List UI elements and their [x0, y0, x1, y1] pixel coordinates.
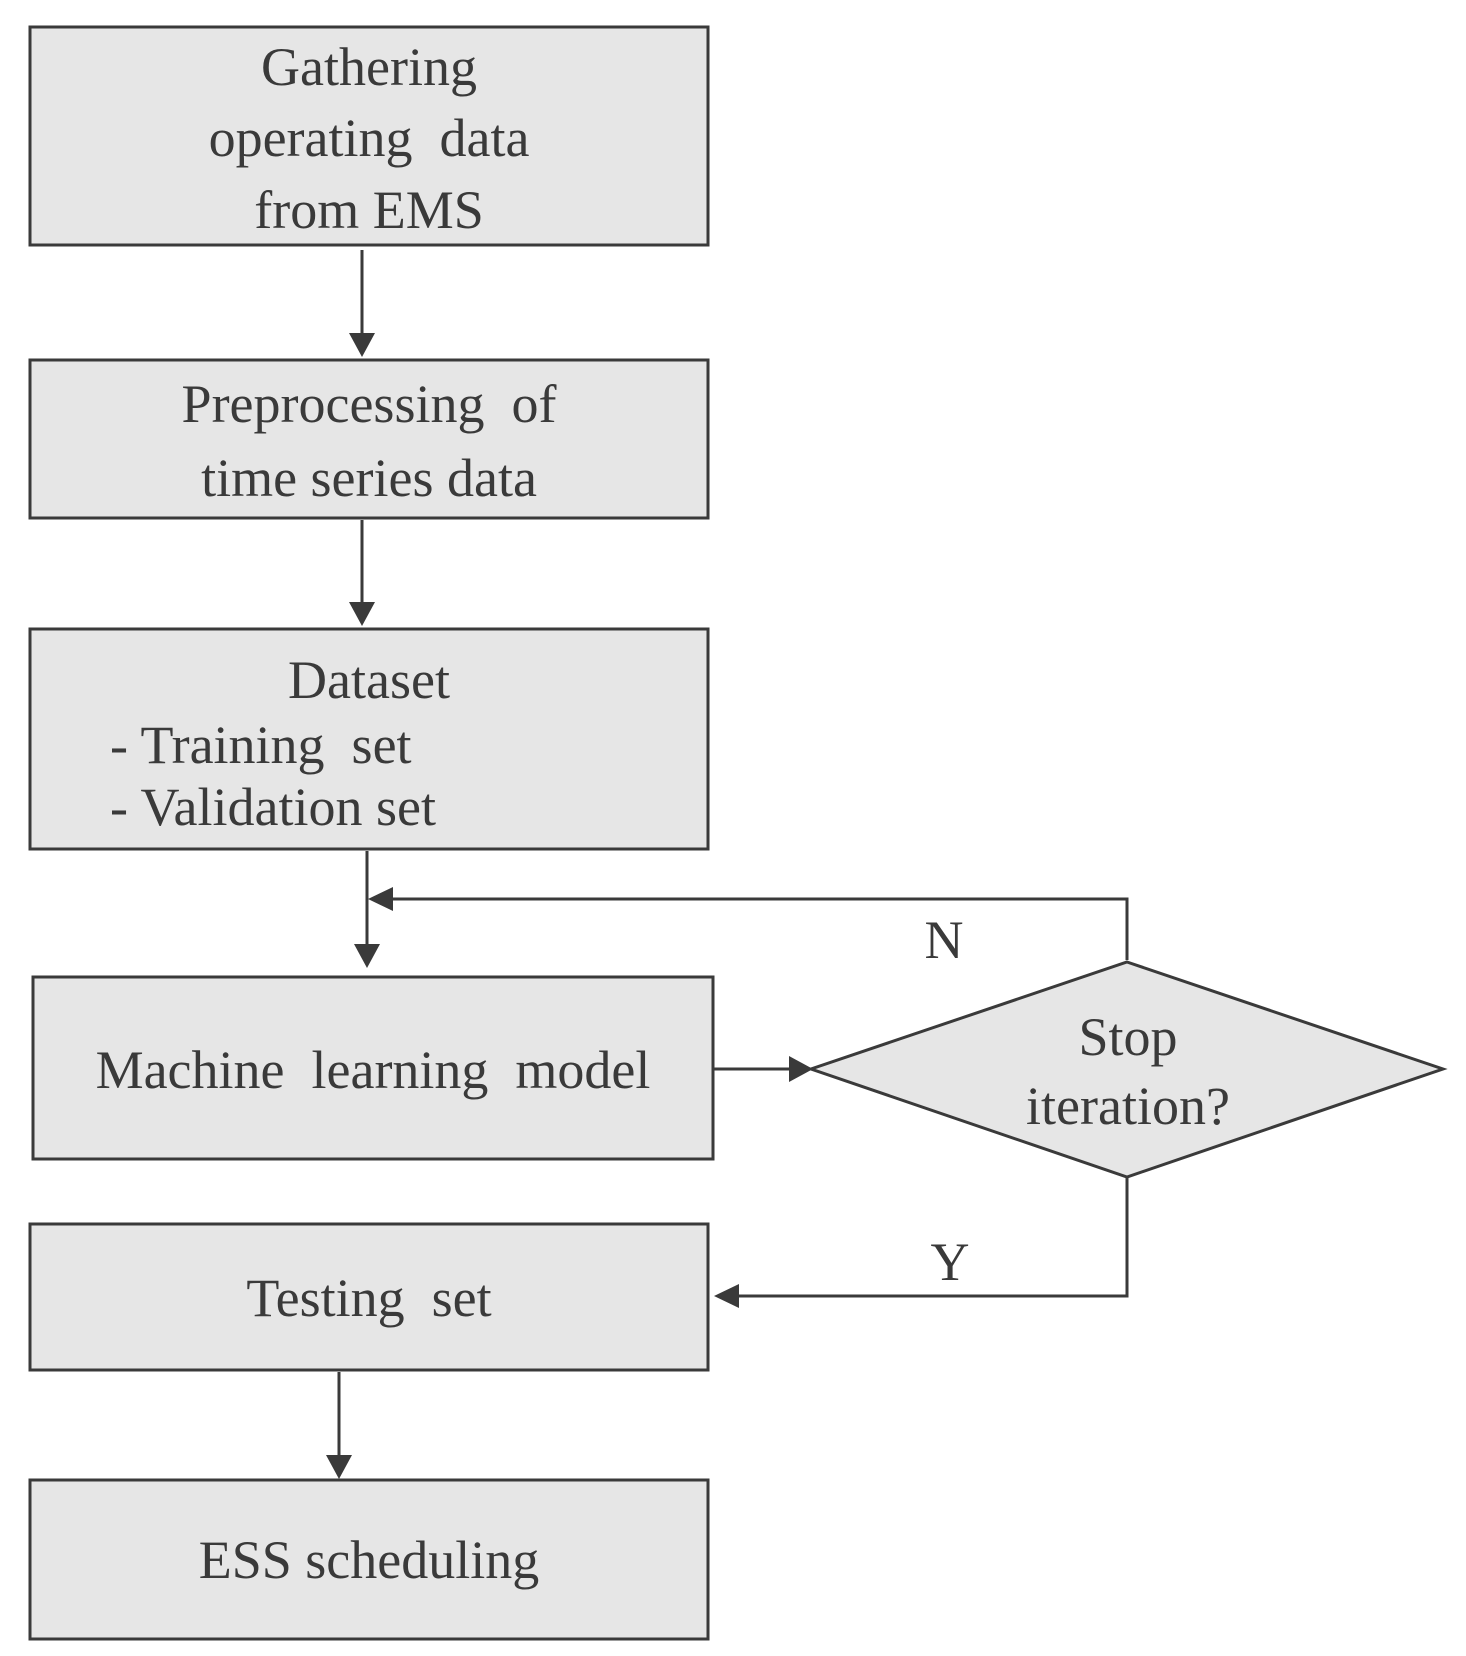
- gather-data-line-1: Gathering: [261, 37, 477, 97]
- ess-node: ESS scheduling: [28, 1478, 710, 1641]
- decision-line-2: iteration?: [1026, 1076, 1230, 1136]
- preprocess-line-2: time series data: [201, 448, 537, 508]
- dataset-node: Dataset - Training set - Validation set: [28, 627, 710, 851]
- edge-label-no: N: [925, 910, 964, 970]
- testing-box: [28, 1222, 710, 1372]
- preprocess-line-1: Preprocessing of: [182, 374, 557, 434]
- preprocess-node: Preprocessing of time series data: [28, 358, 710, 520]
- decision-line-1: Stop: [1078, 1007, 1177, 1067]
- arrow-decision-yes: [714, 1177, 1129, 1308]
- decision-diamond: [806, 960, 1448, 1179]
- ess-box: [28, 1478, 710, 1641]
- arrow-model-to-decision: [713, 1056, 813, 1082]
- arrow-dataset-to-model: [354, 851, 380, 968]
- decision-node: Stop iteration?: [806, 960, 1448, 1179]
- dataset-box: [28, 627, 710, 851]
- dataset-title: Dataset: [288, 650, 450, 710]
- preprocess-box: [28, 358, 710, 520]
- testing-node: Testing set: [28, 1222, 710, 1372]
- edge-label-yes: Y: [931, 1232, 970, 1292]
- gather-data-node: Gathering operating data from EMS: [28, 25, 710, 247]
- model-box: [31, 975, 715, 1161]
- testing-label: Testing set: [246, 1268, 491, 1328]
- arrow-gather-to-preprocess: [349, 250, 375, 357]
- arrow-decision-no-loop: [368, 887, 1129, 960]
- dataset-item-validation: - Validation set: [110, 777, 436, 837]
- gather-data-line-3: from EMS: [254, 180, 484, 240]
- model-node: Machine learning model: [31, 975, 715, 1161]
- gather-data-box: [28, 25, 710, 247]
- ess-label: ESS scheduling: [199, 1530, 540, 1590]
- arrow-preprocess-to-dataset: [349, 520, 375, 626]
- dataset-item-training: - Training set: [110, 715, 412, 775]
- gather-data-line-2: operating data: [209, 108, 530, 168]
- arrow-testing-to-ess: [326, 1372, 352, 1479]
- model-label: Machine learning model: [96, 1040, 651, 1100]
